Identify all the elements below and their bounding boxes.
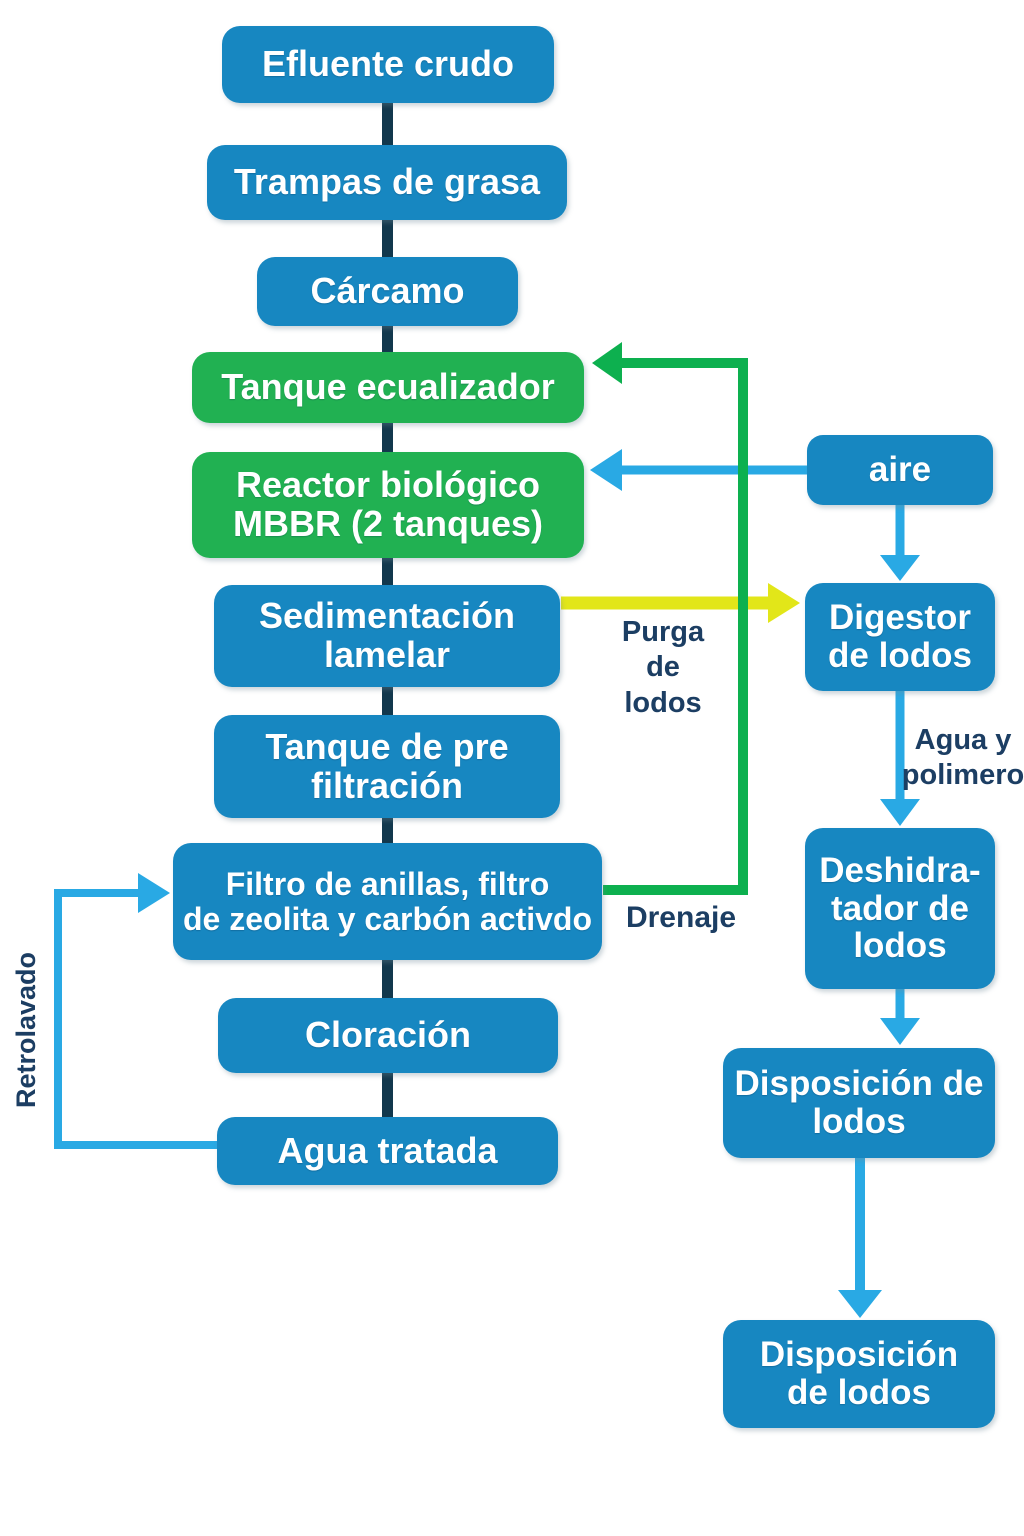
link-trampas-carcamo <box>382 218 393 260</box>
arrow-deshidratador-to-disposicion <box>880 989 920 1045</box>
node-deshidratador-lodos: Deshidra- tador de lodos <box>805 828 995 989</box>
edge-label-agua-y-polimero: Agua y polimero <box>901 724 1024 792</box>
node-label: Cloración <box>304 1014 472 1056</box>
node-label: Tanque de pre filtración <box>265 725 509 806</box>
arrow-retrolavado-loop <box>54 873 217 1149</box>
node-label: Trampas de grasa <box>233 161 541 203</box>
node-label: Sedimentación lamelar <box>258 595 516 675</box>
node-sedimentacion-lamelar: Sedimentación lamelar <box>214 585 560 687</box>
edge-label-retrolavado: Retrolavado <box>11 951 41 1109</box>
node-label: Reactor biológico MBBR (2 tanques) <box>232 464 543 544</box>
edge-label-purga-de-lodos: Purga de lodos <box>621 616 705 719</box>
node-label: Disposición de lodos <box>759 1335 959 1412</box>
link-efluente-trampas <box>382 100 393 148</box>
arrowhead-left-icon <box>590 449 622 491</box>
node-label: Digestor de lodos <box>828 598 972 675</box>
node-trampas-de-grasa: Trampas de grasa <box>207 145 567 220</box>
link-sedimentacion-prefiltracion <box>382 684 393 718</box>
node-disposicion-lodos-1: Disposición de lodos <box>723 1048 995 1158</box>
link-tanque-reactor <box>382 420 393 455</box>
arrowhead-down-icon <box>880 1018 920 1045</box>
node-tanque-pre-filtracion: Tanque de pre filtración <box>214 715 560 818</box>
link-reactor-sedimentacion <box>382 555 393 589</box>
arrow-disposicion1-to-disposicion2 <box>838 1158 882 1318</box>
arrow-shaft <box>603 358 748 895</box>
node-carcamo: Cárcamo <box>257 257 518 326</box>
node-disposicion-lodos-2: Disposición de lodos <box>723 1320 995 1428</box>
node-efluente-crudo: Efluente crudo <box>222 26 554 103</box>
arrow-shaft <box>54 889 217 1149</box>
main-chain-links <box>382 100 393 1120</box>
arrow-aire-to-digestor <box>880 505 920 581</box>
node-filtros: Filtro de anillas, filtro de zeolita y c… <box>173 843 602 960</box>
node-label: Agua tratada <box>277 1129 498 1171</box>
node-label: Disposición de lodos <box>734 1064 984 1141</box>
arrow-digestor-to-deshidratador <box>880 691 920 826</box>
arrow-drenaje-to-tanque-ecualizador <box>592 342 748 895</box>
arrow-aire-to-reactor <box>590 449 807 491</box>
arrowhead-down-icon <box>880 799 920 826</box>
node-label: aire <box>868 450 932 490</box>
arrowhead-down-icon <box>838 1290 882 1318</box>
edge-label-drenaje: Drenaje <box>625 901 737 934</box>
node-label: Deshidra- tador de lodos <box>819 850 981 966</box>
arrowhead-down-icon <box>880 555 920 581</box>
node-tanque-ecualizador: Tanque ecualizador <box>192 352 584 423</box>
node-agua-tratada: Agua tratada <box>217 1117 558 1185</box>
link-cloracion-agua <box>382 1070 393 1120</box>
node-label: Filtro de anillas, filtro de zeolita y c… <box>183 865 592 937</box>
node-reactor-biologico: Reactor biológico MBBR (2 tanques) <box>192 452 584 558</box>
arrow-purga-de-lodos <box>561 583 800 623</box>
node-cloracion: Cloración <box>218 998 558 1073</box>
link-prefiltracion-filtros <box>382 815 393 846</box>
node-label: Efluente crudo <box>261 43 515 85</box>
node-aire: aire <box>807 435 993 505</box>
arrowhead-left-icon <box>592 342 622 384</box>
link-filtros-cloracion <box>382 957 393 1001</box>
arrowhead-right-icon <box>138 873 170 913</box>
node-digestor-lodos: Digestor de lodos <box>805 583 995 691</box>
arrowhead-right-icon <box>768 583 800 623</box>
node-label: Cárcamo <box>310 270 465 312</box>
node-label: Tanque ecualizador <box>221 366 555 408</box>
link-carcamo-tanque <box>382 323 393 355</box>
